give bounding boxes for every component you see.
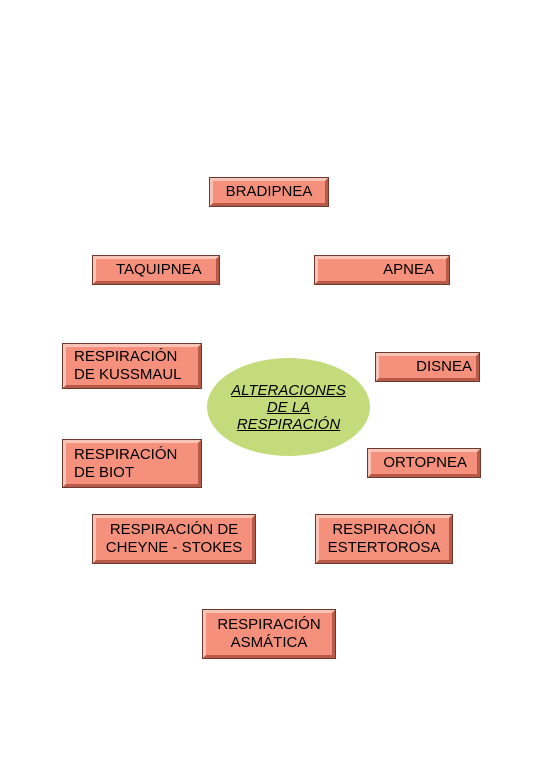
node-apnea-label: APNEA <box>383 261 434 278</box>
node-bradipnea: BRADIPNEA <box>209 177 329 207</box>
node-taquipnea-label: TAQUIPNEA <box>116 261 202 278</box>
node-biot: RESPIRACIÓN DE BIOT <box>62 439 202 488</box>
node-asmatica: RESPIRACIÓN ASMÁTICA <box>202 609 336 659</box>
node-kussmaul: RESPIRACIÓN DE KUSSMAUL <box>62 343 202 389</box>
node-bradipnea-label: BRADIPNEA <box>225 183 313 200</box>
node-biot-label: RESPIRACIÓN DE BIOT <box>74 445 178 481</box>
center-ellipse: ALTERACIONES DE LA RESPIRACIÓN <box>207 358 370 456</box>
node-taquipnea: TAQUIPNEA <box>92 255 220 285</box>
node-cheyne-stokes: RESPIRACIÓN DE CHEYNE - STOKES <box>92 514 256 564</box>
center-label: ALTERACIONES DE LA RESPIRACIÓN <box>231 381 346 433</box>
node-estertorosa-label: RESPIRACIÓN ESTERTOROSA <box>327 521 441 556</box>
node-estertorosa: RESPIRACIÓN ESTERTOROSA <box>315 514 453 564</box>
node-kussmaul-label: RESPIRACIÓN DE KUSSMAUL <box>74 348 182 383</box>
node-ortopnea: ORTOPNEA <box>367 448 481 478</box>
node-apnea: APNEA <box>314 255 450 285</box>
node-disnea: DISNEA <box>375 352 480 382</box>
node-ortopnea-label: ORTOPNEA <box>383 454 467 471</box>
node-disnea-label: DISNEA <box>416 358 472 375</box>
node-asmatica-label: RESPIRACIÓN ASMÁTICA <box>217 616 321 651</box>
node-cheyne-stokes-label: RESPIRACIÓN DE CHEYNE - STOKES <box>105 521 243 556</box>
